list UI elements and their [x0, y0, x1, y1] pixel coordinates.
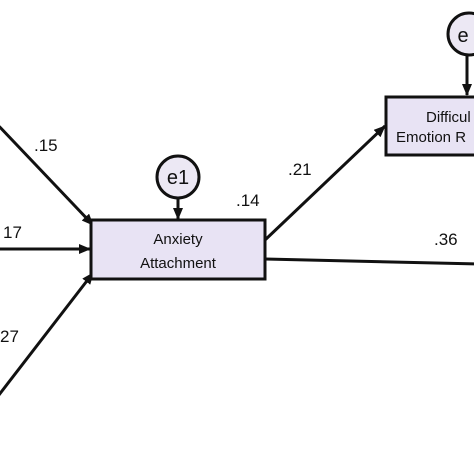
path-arrow-bottom-to-anxiety — [0, 272, 95, 396]
node-anxiety-attachment: Anxiety Attachment — [89, 218, 267, 281]
r2-anxiety: .14 — [236, 191, 260, 210]
node-difficulties-emotion-regulation: Difficul Emotion R — [384, 95, 474, 157]
path-arrow-anxiety-to-difficulties — [263, 124, 387, 242]
path-arrow-top-to-anxiety — [0, 125, 95, 227]
coef-anxiety-to-difficulties: .21 — [288, 160, 312, 179]
coef-bottom-to-anxiety: 27 — [0, 327, 19, 346]
node-anxiety-label-line2: Attachment — [140, 255, 217, 272]
error-term-e1: e1 — [155, 154, 201, 200]
error-term-e1-label: e1 — [167, 167, 189, 189]
coef-mid-to-anxiety: 17 — [3, 223, 22, 242]
error-term-e2-label: e — [457, 25, 468, 47]
node-difficulties-label-line2: Emotion R — [396, 129, 466, 146]
node-difficulties-label-line1: Difficul — [426, 109, 471, 126]
coef-anxiety-to-right: .36 — [434, 230, 458, 249]
node-anxiety-label-line1: Anxiety — [153, 231, 203, 248]
error-term-e2: e — [446, 11, 474, 57]
coef-top-to-anxiety: .15 — [34, 136, 58, 155]
path-line-anxiety-to-right — [264, 257, 474, 266]
